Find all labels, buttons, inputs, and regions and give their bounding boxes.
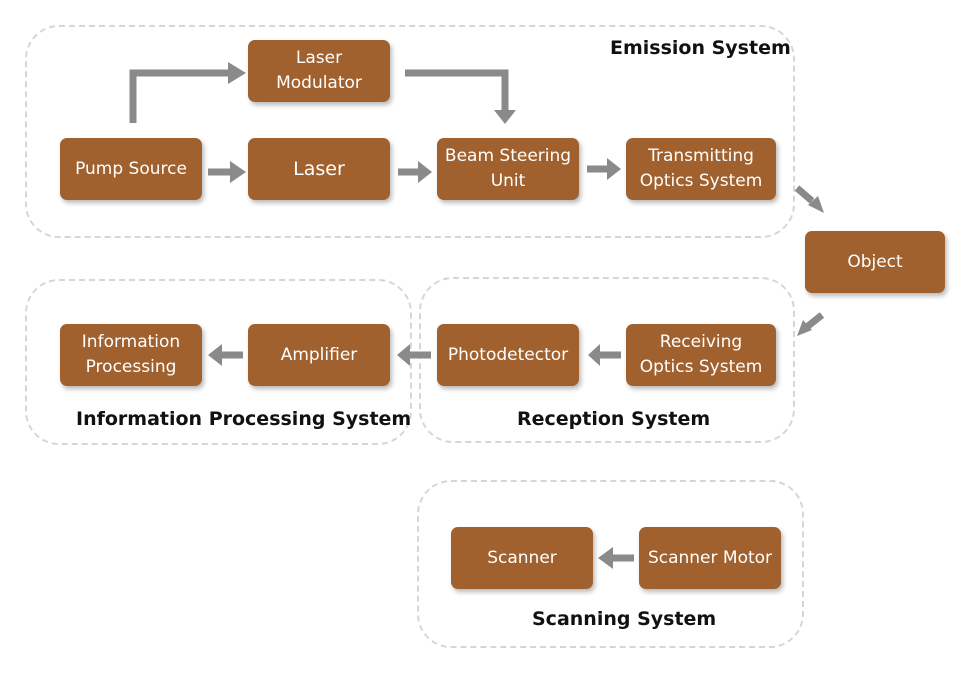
scanner-motor-label: Scanner Motor <box>647 547 773 568</box>
beam-steering-label-line2: Unit <box>490 171 526 191</box>
amplifier-node: Amplifier <box>248 324 390 386</box>
arrow-object-to-receiving <box>805 312 825 329</box>
pump-source-label: Pump Source <box>75 158 187 179</box>
arrow-modulator-to-beam-steering <box>405 69 509 110</box>
information-processing-label-line1: Information <box>81 332 181 352</box>
beam-steering-label-line1: Beam Steering <box>444 146 572 166</box>
arrow-pump-to-modulator <box>129 69 228 123</box>
receiving-optics-label-line1: Receiving <box>659 332 743 352</box>
information-processing-system-title: Information Processing System <box>76 408 412 430</box>
information-processing-label-line2: Processing <box>85 357 177 377</box>
photodetector-label: Photodetector <box>447 344 569 365</box>
beam-steering-unit-node: Beam Steering Unit <box>437 138 579 200</box>
object-node: Object <box>805 231 945 293</box>
amplifier-label: Amplifier <box>280 344 358 365</box>
emission-system-title: Emission System <box>610 37 791 59</box>
laser-modulator-label: Laser Modulator <box>276 48 362 93</box>
receiving-optics-label-line2: Optics System <box>639 357 763 377</box>
scanner-node: Scanner <box>451 527 593 589</box>
transmitting-optics-label-line1: Transmitting <box>648 146 754 166</box>
laser-node: Laser <box>248 138 390 200</box>
reception-system-title: Reception System <box>517 408 711 430</box>
pump-source-node: Pump Source <box>60 138 202 200</box>
emission-system-group <box>25 25 795 238</box>
information-processing-system-group <box>25 279 412 445</box>
arrow-transmitting-to-object <box>794 185 815 204</box>
photodetector-node: Photodetector <box>437 324 579 386</box>
object-label: Object <box>847 251 903 272</box>
laser-label: Laser <box>293 157 345 180</box>
reception-system-group <box>419 277 795 443</box>
information-processing-node: Information Processing <box>60 324 202 386</box>
laser-modulator-node: Laser Modulator <box>248 40 390 102</box>
scanning-system-title: Scanning System <box>532 608 717 630</box>
scanning-system-group <box>417 480 804 648</box>
transmitting-optics-label-line2: Optics System <box>639 171 763 191</box>
scanner-label: Scanner <box>487 547 557 568</box>
scanner-motor-node: Scanner Motor <box>639 527 781 589</box>
transmitting-optics-node: Transmitting Optics System <box>626 138 776 200</box>
receiving-optics-node: Receiving Optics System <box>626 324 776 386</box>
